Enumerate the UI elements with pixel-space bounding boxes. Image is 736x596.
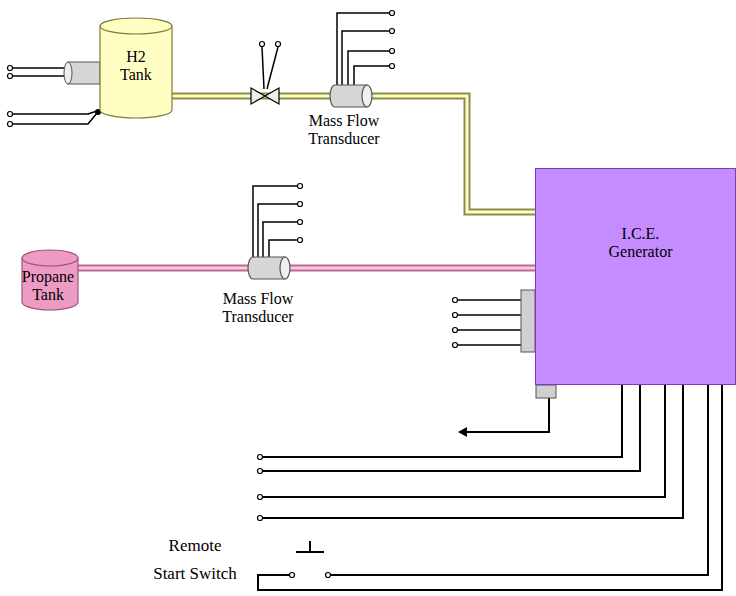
wire [13, 75, 66, 77]
generator-label: I.C.E. Generator [605, 225, 676, 261]
wire [337, 13, 390, 86]
mass-flow-transducer: Mass Flow Transducer [330, 85, 372, 107]
hydrogen-tank: H2 Tank [100, 18, 172, 118]
wire [331, 385, 709, 575]
wire [458, 344, 522, 346]
switch-contact [290, 573, 295, 578]
tank-connector [68, 62, 100, 84]
text-block: I.C.E. Generator [605, 225, 676, 261]
wire [258, 204, 298, 258]
terminal [298, 184, 303, 189]
terminal [8, 74, 13, 79]
wire [458, 329, 522, 331]
wire [458, 314, 522, 316]
switch-label: Remote Start Switch [152, 532, 238, 588]
pipe-wall [372, 96, 535, 212]
wire [262, 47, 264, 89]
wire [13, 113, 97, 124]
wire [263, 385, 666, 497]
valve-symbol [251, 88, 279, 104]
signal-wires [13, 13, 521, 345]
terminal [298, 238, 303, 243]
terminal [8, 122, 13, 127]
pipe-wall [290, 265, 535, 272]
cylinder-end [362, 85, 372, 107]
terminal [390, 64, 395, 69]
fuel-pipe [372, 96, 535, 212]
mass-flow-transducer: Mass Flow Transducer [248, 257, 290, 279]
pipe-wall [78, 265, 248, 272]
wire [348, 51, 390, 86]
wire [13, 111, 97, 114]
terminal [258, 469, 263, 474]
transducer-label: Mass Flow Transducer [217, 290, 299, 326]
generator-connector [536, 385, 556, 398]
terminal [298, 202, 303, 207]
cylinder-shape [330, 85, 372, 107]
wire [263, 222, 298, 258]
wire [458, 299, 522, 301]
text-block: H2 Tank [116, 48, 157, 84]
fuel-pipe [290, 268, 535, 269]
wire [258, 385, 722, 590]
terminal [453, 343, 458, 348]
terminal [258, 516, 263, 521]
cylinder-top [100, 18, 172, 34]
cylinder-body [100, 26, 172, 118]
push-button [296, 541, 324, 552]
wire [253, 186, 298, 258]
wire [267, 47, 278, 89]
wire [269, 240, 298, 258]
tank-label: Propane Tank [19, 268, 78, 304]
terminal [8, 112, 13, 117]
output-wires [258, 385, 722, 590]
generator-box: I.C.E. Generator [535, 168, 736, 385]
generator-connector [521, 290, 535, 352]
wire [263, 385, 641, 471]
control-line [466, 398, 549, 432]
transducer-label: Mass Flow Transducer [303, 112, 385, 148]
terminal [260, 42, 265, 47]
terminal [390, 29, 395, 34]
terminal [298, 220, 303, 225]
pipe-bore [290, 267, 535, 270]
terminals [8, 11, 458, 578]
cylinder-top [22, 250, 78, 266]
pipe-bore [78, 267, 248, 270]
terminal [276, 42, 281, 47]
wire [354, 66, 390, 86]
terminal [258, 495, 263, 500]
arrow-head [458, 427, 467, 437]
text-block: Mass Flow Transducer [303, 112, 385, 148]
wire [263, 385, 684, 518]
box-shape [535, 168, 736, 385]
wire [13, 67, 66, 69]
pipe-bore [372, 96, 535, 212]
tank-label: H2 Tank [116, 48, 157, 84]
terminal [453, 328, 458, 333]
terminal [453, 313, 458, 318]
wire [342, 31, 390, 86]
fuel-pipe [78, 268, 248, 269]
text-block: Propane Tank [19, 268, 78, 304]
terminal [8, 66, 13, 71]
cylinder-end [280, 257, 290, 279]
tank-connector [64, 62, 72, 84]
switch-contact [326, 573, 331, 578]
propane-tank: Propane Tank [22, 250, 78, 310]
terminal [453, 298, 458, 303]
terminal [390, 11, 395, 16]
box-outline [536, 169, 736, 385]
wire [263, 385, 623, 457]
cylinder-shape [248, 257, 290, 279]
terminal [390, 49, 395, 54]
text-block: Mass Flow Transducer [217, 290, 299, 326]
terminal [258, 455, 263, 460]
